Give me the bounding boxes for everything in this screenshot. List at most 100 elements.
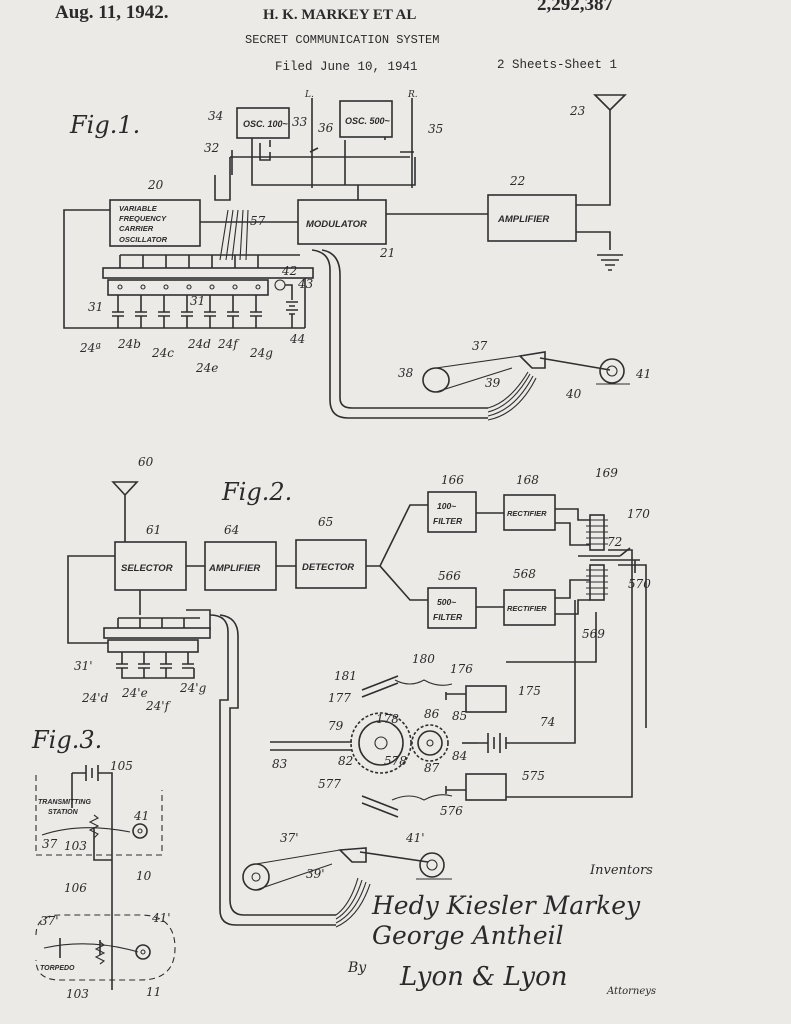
osc-500-label: OSC. 500~ xyxy=(345,116,391,126)
filter-100-box xyxy=(427,491,477,533)
ref-32: 32 xyxy=(204,141,219,155)
ref-566: 566 xyxy=(438,569,461,583)
ref-575: 575 xyxy=(522,769,545,783)
solenoid-575 xyxy=(465,773,507,801)
ref-569: 569 xyxy=(582,627,605,641)
reader-head-39 xyxy=(518,351,611,371)
detector-box xyxy=(295,539,367,589)
ref-24fp: 24'f xyxy=(145,699,172,713)
solenoid-169 xyxy=(586,514,608,551)
filter-500-line-1: 500~ xyxy=(437,597,456,607)
ref-175: 175 xyxy=(518,684,541,698)
ref-74: 74 xyxy=(540,715,555,729)
ref-106: 106 xyxy=(64,881,87,895)
ref-24ep: 24'e xyxy=(121,686,148,700)
ref-170: 170 xyxy=(627,507,650,521)
ref-57: 57 xyxy=(250,214,266,228)
ref-87: 87 xyxy=(424,761,440,775)
figure-3: Fig.3. 105 TRANSMITTING STATION 41 37 10… xyxy=(31,726,176,1001)
ref-42: 42 xyxy=(281,264,297,278)
ref-24a: 24ª xyxy=(79,341,101,355)
ref-31b: 31 xyxy=(190,294,205,308)
ref-38: 38 xyxy=(398,366,414,380)
selector-box xyxy=(114,541,187,591)
ref-24gp: 24'g xyxy=(179,681,207,695)
ref-40: 40 xyxy=(565,387,582,401)
ref-10: 10 xyxy=(136,869,152,883)
filed-date: Filed June 10, 1941 xyxy=(275,60,418,74)
sheet-count: 2 Sheets-Sheet 1 xyxy=(497,58,617,72)
reel-41p-fig3 xyxy=(135,944,151,960)
patent-date: Aug. 11, 1942. xyxy=(55,2,169,23)
ref-79: 79 xyxy=(328,719,344,733)
rectifier-1-label: RECTIFIER xyxy=(507,509,547,518)
fig2-wiring xyxy=(67,504,647,798)
transmitting-station-line-1: TRANSMITTING xyxy=(38,799,91,806)
ref-105: 105 xyxy=(110,759,133,773)
rectifier-2-label: RECTIFIER xyxy=(507,604,547,613)
osc-500-box xyxy=(339,100,393,138)
ref-24f: 24f xyxy=(217,337,240,351)
torpedo-label: TORPEDO xyxy=(40,965,75,972)
contact-arm-37 xyxy=(41,827,131,836)
reel-41-fig3 xyxy=(132,823,148,839)
key-bank xyxy=(102,209,314,328)
ref-41: 41 xyxy=(635,367,651,381)
battery-74 xyxy=(478,600,576,753)
ref-20: 20 xyxy=(147,178,164,192)
ref-31a: 31 xyxy=(88,300,103,314)
ref-169: 169 xyxy=(595,466,618,480)
transmitting-station-line-2: STATION xyxy=(48,809,79,816)
ref-L: L. xyxy=(304,90,314,100)
fig1-tape-channel xyxy=(311,249,488,419)
ref-24e: 24e xyxy=(195,361,218,375)
fig2-title: Fig.2. xyxy=(221,478,292,506)
by-label: By xyxy=(347,960,367,976)
attorneys-label: Attorneys xyxy=(606,986,656,997)
ref-24d: 24d xyxy=(187,337,211,351)
rectifier-1-box xyxy=(503,494,556,531)
ref-37: 37 xyxy=(472,339,488,353)
detector-label: DETECTOR xyxy=(302,562,354,573)
ref-86: 86 xyxy=(424,707,440,721)
ref-103-fig3: 103 xyxy=(64,839,87,853)
fig2-tape-channel xyxy=(209,614,336,926)
ref-41p: 41' xyxy=(405,831,425,845)
fig1-tape-roll-end xyxy=(487,371,537,421)
torpedo-outline xyxy=(35,914,176,981)
reel-38 xyxy=(422,367,450,393)
ref-84: 84 xyxy=(452,749,467,763)
receiver-key-bank xyxy=(103,617,211,679)
ref-85: 85 xyxy=(452,709,467,723)
ref-576: 576 xyxy=(440,804,463,818)
gear-179 xyxy=(350,712,412,774)
ref-37p-fig3: 37' xyxy=(40,914,59,928)
osc-100-box xyxy=(236,107,290,139)
patent-number: 2,292,387 xyxy=(537,0,614,15)
reader-head-39p xyxy=(338,847,429,863)
ref-23: 23 xyxy=(569,104,586,118)
ref-34: 34 xyxy=(208,109,223,123)
figure-2: Fig.2. SELECTOR AMPLIFIER DETECTOR 100~ … xyxy=(67,455,651,928)
amplifier-label: AMPLIFIER xyxy=(497,214,549,225)
ref-176: 176 xyxy=(450,662,473,676)
ref-24g: 24g xyxy=(249,346,273,360)
filter-500-box xyxy=(427,587,477,629)
inventors-header: H. K. MARKEY ET AL xyxy=(263,7,416,23)
fig2-reference-numerals: 60 61 64 65 166 168 169 170 72 566 568 5… xyxy=(74,455,651,881)
fig1-reference-numerals: 34 33 36 35 L. R. 32 20 22 23 21 57 42 4… xyxy=(79,90,651,401)
ref-44: 44 xyxy=(289,332,305,346)
fig2-tape-roll-end xyxy=(335,877,371,928)
vfo-line-3: CARRIER xyxy=(119,224,154,233)
ref-11: 11 xyxy=(146,985,161,999)
resistor-103 xyxy=(88,814,100,839)
figure-1: Fig.1. OSC. 100~ OSC. 500~ VARIABLE FREQ… xyxy=(63,90,651,421)
gear-85 xyxy=(411,724,449,762)
vfo-line-2: FREQUENCY xyxy=(119,214,167,223)
ref-64: 64 xyxy=(224,523,239,537)
fig1-title: Fig.1. xyxy=(69,111,140,139)
selector-label: SELECTOR xyxy=(121,563,173,574)
ref-36: 36 xyxy=(318,121,334,135)
armature-72 xyxy=(578,547,631,557)
ref-60: 60 xyxy=(138,455,154,469)
